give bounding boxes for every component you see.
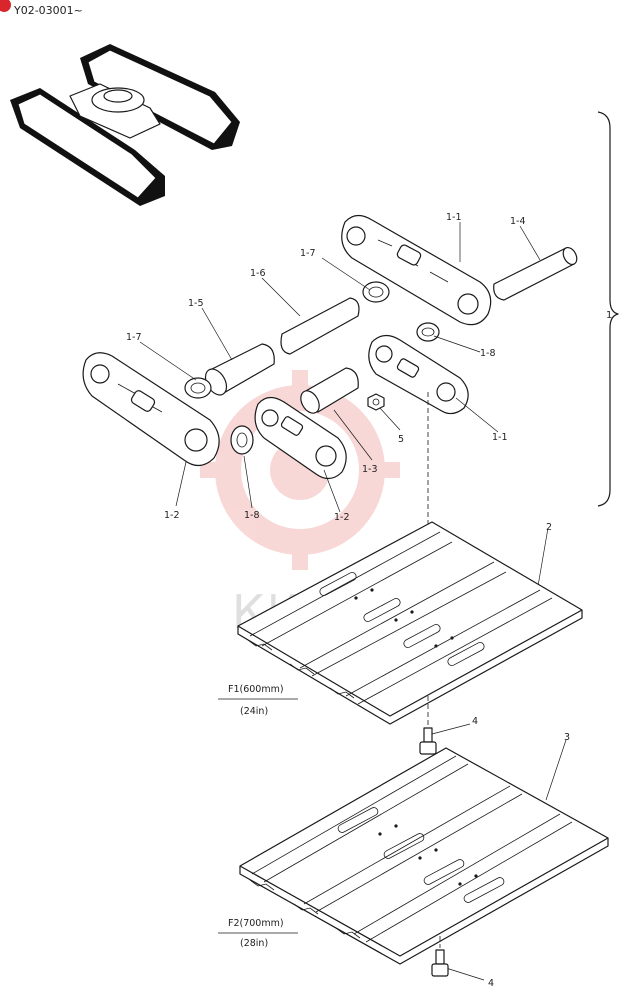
f1-caption-sub: (24in) bbox=[240, 706, 268, 717]
bolt-4-lower bbox=[431, 949, 449, 977]
serial-range: Y02-03001~ bbox=[13, 4, 83, 17]
page-badge-icon bbox=[0, 0, 11, 12]
f2-caption-title: F2(700mm) bbox=[228, 918, 284, 929]
link-1-2-middle bbox=[254, 396, 347, 480]
leader-lines bbox=[139, 222, 567, 981]
label-1-6: 1-6 bbox=[250, 268, 266, 279]
label-1-8-upper: 1-8 bbox=[480, 348, 496, 359]
f2-caption-sub: (28in) bbox=[240, 938, 268, 949]
bolt-4-upper bbox=[419, 727, 437, 755]
label-1: 1 bbox=[606, 310, 612, 321]
pin-1-6 bbox=[280, 297, 360, 355]
track-shoe-f2 bbox=[239, 747, 609, 965]
label-4-upper: 4 bbox=[472, 716, 478, 727]
bushing-1-5 bbox=[204, 343, 275, 396]
f1-caption-title: F1(600mm) bbox=[228, 684, 284, 695]
label-5: 5 bbox=[398, 434, 404, 445]
label-2: 2 bbox=[546, 522, 552, 533]
label-1-2-left: 1-2 bbox=[164, 510, 180, 521]
seal-1-7-left bbox=[184, 377, 212, 399]
assembly-bracket bbox=[597, 111, 619, 507]
label-4-lower: 4 bbox=[488, 978, 494, 989]
label-1-5: 1-5 bbox=[188, 298, 204, 309]
label-1-7-upper: 1-7 bbox=[300, 248, 316, 259]
label-1-1-lower: 1-1 bbox=[492, 432, 508, 443]
bushing-1-3 bbox=[300, 367, 359, 414]
label-1-3: 1-3 bbox=[362, 464, 378, 475]
label-1-7-left: 1-7 bbox=[126, 332, 142, 343]
seal-1-8-lower bbox=[230, 425, 254, 455]
undercarriage-thumbnail bbox=[10, 44, 240, 206]
label-1-2-middle: 1-2 bbox=[334, 512, 350, 523]
label-1-4: 1-4 bbox=[510, 216, 526, 227]
label-3: 3 bbox=[564, 732, 570, 743]
label-1-8-lower: 1-8 bbox=[244, 510, 260, 521]
nut-5 bbox=[367, 393, 385, 411]
seal-1-8-upper bbox=[416, 322, 440, 342]
link-1-1-right bbox=[368, 334, 469, 415]
pin-1-4 bbox=[493, 246, 578, 301]
link-1-2-left bbox=[82, 352, 220, 467]
link-1-1-upper bbox=[341, 214, 492, 326]
label-1-1-upper: 1-1 bbox=[446, 212, 462, 223]
track-shoe-f1 bbox=[237, 521, 583, 725]
seal-1-7-upper bbox=[362, 281, 390, 303]
